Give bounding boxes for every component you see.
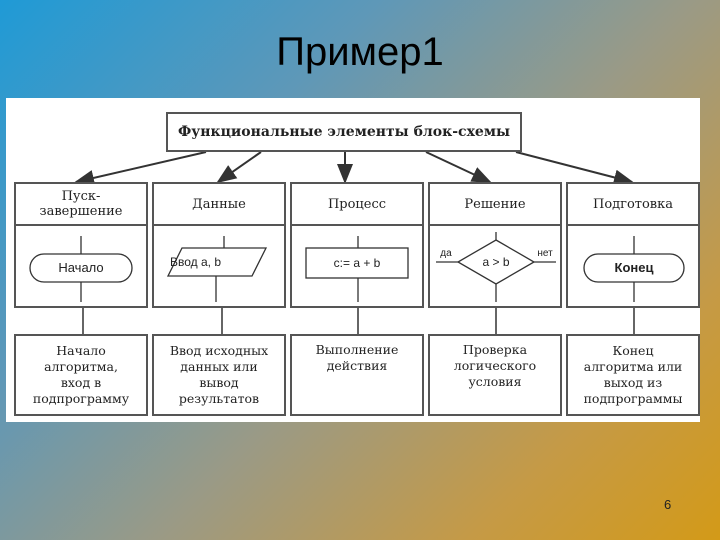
column-header: Процесс	[292, 184, 422, 226]
arrow-to-col-1	[74, 151, 207, 186]
terminator-shape	[29, 236, 133, 302]
no-label: нет	[537, 248, 553, 259]
shape-label: Конец	[614, 260, 654, 275]
shape-label: c:= a + b	[333, 256, 381, 270]
description-process: Выполнение действия	[290, 334, 424, 416]
description-preparation: Конец алгоритма или выход из подпрограмм…	[566, 334, 700, 416]
slide-title: Пример1	[276, 30, 444, 74]
diagram-panel: Функциональные элементы блок-схемы Пуск-…	[6, 98, 700, 422]
column-header: Решение	[430, 184, 560, 226]
yes-label: да	[440, 248, 452, 259]
description-decision: Проверка логического условия	[428, 334, 562, 416]
shape-label: Ввод a, b	[170, 255, 222, 269]
diamond-shape	[436, 232, 556, 302]
column-header: Подготовка	[568, 184, 698, 226]
shape-label: a > b	[482, 255, 510, 269]
description-start-end: Начало алгоритма, вход в подпрограмму	[14, 334, 148, 416]
page-number: 6	[664, 497, 672, 512]
rectangle-shape	[305, 236, 409, 302]
column-header: Пуск- завершение	[16, 184, 146, 226]
shape-label: Начало	[58, 260, 104, 275]
column-preparation: Подготовка Конец	[566, 182, 700, 308]
arrow-to-col-5	[515, 151, 634, 186]
column-decision: Решение да нет a > b	[428, 182, 562, 308]
arrow-to-col-4	[425, 151, 492, 183]
parallelogram-shape	[166, 236, 268, 302]
diagram-title: Функциональные элементы блок-схемы	[166, 112, 522, 152]
terminator-shape	[583, 236, 685, 302]
arrow-to-col-2	[216, 151, 262, 184]
column-data: Данные Ввод a, b	[152, 182, 286, 308]
description-data: Ввод исходных данных или вывод результат…	[152, 334, 286, 416]
column-header: Данные	[154, 184, 284, 226]
column-start-end: Пуск- завершение Начало	[14, 182, 148, 308]
column-process: Процесс c:= a + b	[290, 182, 424, 308]
connector-layer	[74, 151, 635, 334]
